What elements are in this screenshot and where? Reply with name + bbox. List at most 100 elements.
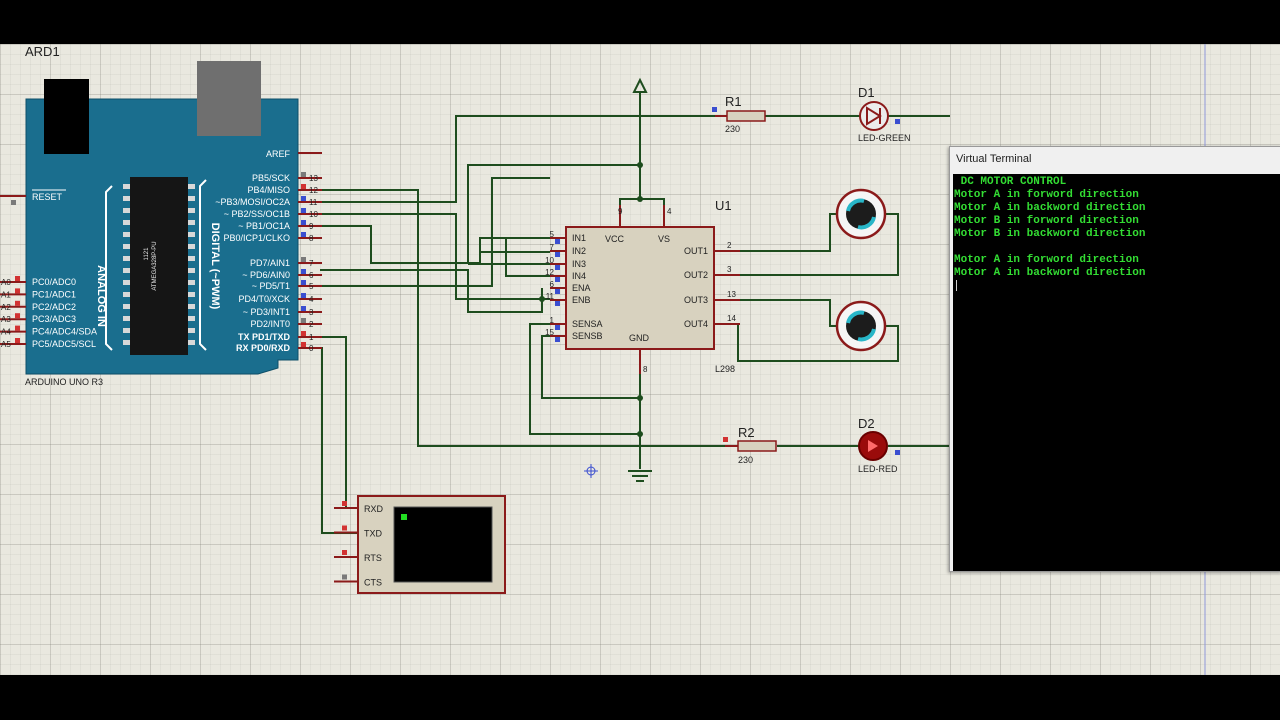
driver-pin-label: SENSA (572, 319, 603, 329)
terminal-line: DC MOTOR CONTROL (954, 176, 1067, 188)
arduino-pin-label: PB4/MISO (247, 185, 290, 195)
led-d2[interactable]: D2 LED-RED (858, 416, 900, 474)
driver-pin-label: IN2 (572, 246, 586, 256)
arduino-pin-number: 10 (309, 210, 318, 219)
vs-pin-num: 4 (667, 207, 672, 216)
d1-ref: D1 (858, 85, 875, 100)
arduino-pin-label: ~ PD5/T1 (252, 281, 290, 291)
driver-pin-number: 15 (545, 328, 554, 337)
d2-ref: D2 (858, 416, 875, 431)
arduino-board[interactable]: ARD1 ATMEGA328P-PU 1121 ANALOG IN DIGITA… (0, 44, 322, 387)
d2-model: LED-RED (858, 464, 898, 474)
terminal-line (954, 241, 1280, 254)
driver-pin-number: 11 (546, 292, 555, 301)
terminal-line: Motor A in forword direction (954, 189, 1139, 201)
resistor-r1[interactable]: R1 230 (712, 94, 766, 134)
arduino-pin-label: ~PB3/MOSI/OC2A (215, 197, 290, 207)
driver-pin-label: OUT2 (684, 270, 708, 280)
arduino-model: ARDUINO UNO R3 (25, 377, 103, 387)
analog-pin-number: A3 (1, 315, 11, 324)
arduino-pin-number: 12 (309, 186, 318, 195)
virtual-terminal-title[interactable]: Virtual Terminal (956, 153, 1032, 165)
schematic-canvas[interactable]: ARD1 ATMEGA328P-PU 1121 ANALOG IN DIGITA… (0, 44, 1280, 675)
analog-pin-number: A5 (1, 340, 11, 349)
analog-pin-label: PC5/ADC5/SCL (32, 339, 96, 349)
driver-pin-number: 7 (550, 243, 555, 252)
chip-pins (123, 184, 195, 345)
gnd-label: GND (629, 333, 650, 343)
r1-ref: R1 (725, 94, 742, 109)
analog-pin-number: A4 (1, 328, 11, 337)
serial-pin-label: RTS (364, 553, 382, 563)
vcc-label: VCC (605, 234, 625, 244)
arduino-pin-label: PD7/AIN1 (250, 258, 290, 268)
virtual-terminal-screen[interactable]: DC MOTOR CONTROL Motor A in forword dire… (953, 174, 1280, 571)
driver-pin-number: 14 (727, 314, 736, 323)
driver-pin-label: OUT3 (684, 295, 708, 305)
arduino-pin-label: ~ PB1/OC1A (238, 221, 290, 231)
terminal-line: Motor B in forword direction (954, 215, 1139, 227)
motor-b[interactable] (835, 300, 887, 352)
arduino-pin-number: 1 (309, 333, 314, 342)
arduino-pin-number: 5 (309, 282, 314, 291)
crosshair-icon (584, 464, 598, 478)
driver-pin-number: 3 (727, 265, 732, 274)
terminal-line: Motor A in backword direction (954, 267, 1146, 279)
arduino-pin-label: ~ PD6/AIN0 (242, 270, 290, 280)
arduino-pin-number: 8 (309, 234, 314, 243)
driver-pin-number: 5 (550, 230, 555, 239)
virtual-terminal-window[interactable]: Virtual Terminal DC MOTOR CONTROL Motor … (949, 146, 1280, 572)
ground-icon[interactable] (628, 470, 652, 482)
arduino-pin-number: 0 (309, 344, 314, 353)
serial-pin-label: RXD (364, 504, 384, 514)
arduino-pin-label: PD2/INT0 (250, 319, 290, 329)
power-terminal-icon[interactable] (632, 77, 648, 93)
arduino-pin-label: TX PD1/TXD (238, 332, 291, 342)
bottom-letterbox (0, 675, 1280, 720)
arduino-ref: ARD1 (25, 44, 60, 59)
driver-model: L298 (715, 364, 735, 374)
arduino-pin-number: 2 (309, 320, 314, 329)
driver-pin-number: 1 (550, 316, 555, 325)
vs-label: VS (658, 234, 670, 244)
r2-value: 230 (738, 455, 753, 465)
motor-a[interactable] (835, 188, 887, 240)
arduino-pin-label: PD4/T0/XCK (238, 294, 290, 304)
driver-pin-number: 10 (545, 256, 554, 265)
arduino-pin-number: 13 (309, 174, 318, 183)
arduino-pin-label: ~ PB2/SS/OC1B (224, 209, 290, 219)
driver-pin-label: SENSB (572, 331, 603, 341)
mcu-chip (130, 177, 188, 355)
arduino-pin-label: RX PD0/RXD (236, 343, 291, 353)
driver-pin-label: ENA (572, 283, 591, 293)
arduino-pin-number: 9 (309, 222, 314, 231)
driver-pin-label: OUT4 (684, 319, 708, 329)
power-jack (44, 79, 89, 154)
reset-label: RESET (32, 192, 63, 202)
terminal-cursor (956, 280, 957, 291)
analog-in-label: ANALOG IN (95, 265, 107, 327)
resistor-r2[interactable]: R2 230 (723, 425, 777, 465)
arduino-pin-number: 4 (309, 295, 314, 304)
arduino-pin-label: PB0/ICP1/CLKO (223, 233, 290, 243)
arduino-pin-label: ~ PD3/INT1 (243, 307, 290, 317)
led-d1[interactable]: D1 LED-GREEN (858, 85, 911, 143)
driver-ref: U1 (715, 198, 732, 213)
vcc-pin-num: 9 (618, 207, 623, 216)
arduino-pin-number: 7 (309, 259, 314, 268)
driver-pin-label: ENB (572, 295, 591, 305)
chip-label: ATMEGA328P-PU (152, 241, 158, 290)
r1-value: 230 (725, 124, 740, 134)
arduino-pin-number: 11 (309, 198, 318, 207)
arduino-pin-number: 3 (309, 308, 314, 317)
analog-pin-label: PC3/ADC3 (32, 314, 76, 324)
driver-pin-number: 6 (550, 280, 555, 289)
driver-pin-label: IN3 (572, 259, 586, 269)
driver-pin-number: 2 (727, 241, 732, 250)
serial-pin-label: CTS (364, 578, 382, 588)
chip-code: 1121 (144, 247, 150, 261)
